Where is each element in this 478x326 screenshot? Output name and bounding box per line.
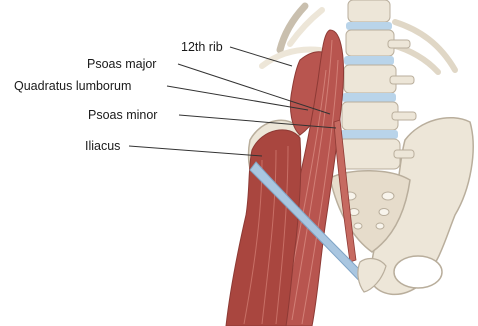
label-iliacus: Iliacus	[85, 139, 120, 153]
leader-line-quadratus	[167, 86, 308, 110]
label-12th-rib: 12th rib	[181, 40, 223, 54]
label-psoas-major: Psoas major	[87, 57, 156, 71]
label-quadratus-lumborum: Quadratus lumborum	[14, 79, 131, 93]
label-psoas-minor: Psoas minor	[88, 108, 157, 122]
iliacus-muscle	[226, 130, 301, 326]
obturator-foramen	[394, 256, 442, 288]
leader-line-iliacus	[129, 146, 262, 156]
